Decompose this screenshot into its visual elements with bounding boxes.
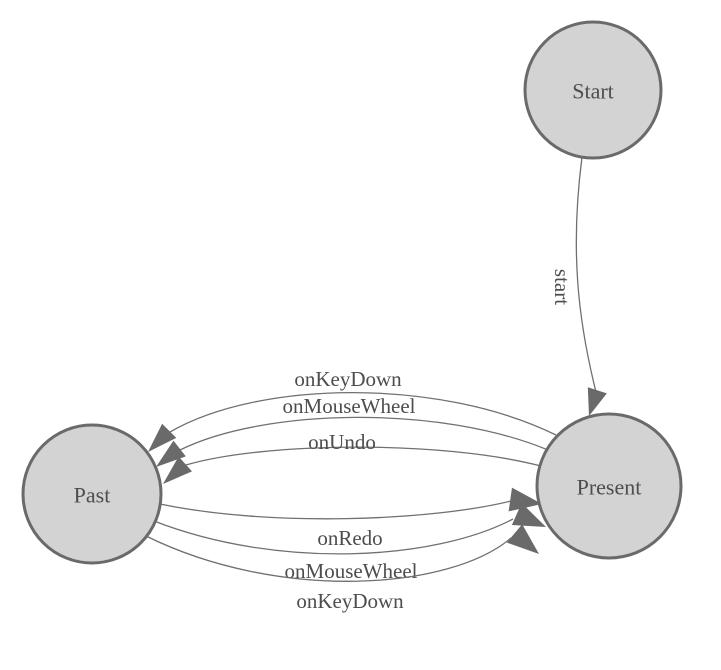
state-node-past[interactable]: Past: [21, 423, 163, 565]
edge-onmousewheel-to-past: onMouseWheel: [156, 394, 549, 467]
edge-onmousewheel-to-past-arrowhead-icon: [156, 440, 186, 467]
edge-onundo-to-past: onUndo: [163, 430, 542, 484]
edge-onundo-to-past-label: onUndo: [308, 430, 376, 454]
edge-onundo-to-past-line[interactable]: [185, 446, 542, 467]
state-node-start-label: Start: [572, 79, 614, 104]
state-node-present-label: Present: [577, 475, 642, 500]
state-node-start[interactable]: Start: [523, 20, 663, 160]
edge-start-transition: start: [550, 156, 607, 416]
edge-onredo-to-present-label: onRedo: [317, 526, 382, 550]
edge-onmousewheel-to-past-label: onMouseWheel: [283, 394, 416, 418]
edge-onredo-to-present-line[interactable]: [159, 500, 512, 520]
state-node-past-circle[interactable]: [21, 423, 163, 565]
state-node-present[interactable]: Present: [535, 412, 683, 560]
state-node-start-circle[interactable]: [523, 20, 663, 160]
edge-start-transition-label: start: [550, 269, 574, 305]
edge-onkeydown-to-present-line[interactable]: [145, 535, 512, 582]
edge-start-transition-line[interactable]: [575, 156, 597, 393]
edge-onkeydown-to-present: onKeyDown: [145, 524, 539, 613]
edge-onmousewheel-to-present-line[interactable]: [153, 518, 514, 555]
edge-onundo-to-past-arrowhead-icon: [163, 456, 192, 484]
edge-onkeydown-to-present-label: onKeyDown: [296, 589, 404, 613]
edge-onkeydown-to-past: onKeyDown: [148, 367, 557, 452]
state-node-present-circle[interactable]: [535, 412, 683, 560]
edge-onmousewheel-to-past-line[interactable]: [179, 416, 549, 451]
edge-onkeydown-to-past-arrowhead-icon: [148, 423, 177, 452]
edge-onkeydown-to-past-label: onKeyDown: [294, 367, 402, 391]
edge-onkeydown-to-present-arrowhead-icon: [506, 524, 539, 554]
state-node-past-label: Past: [74, 483, 111, 508]
edge-start-transition-arrowhead-icon: [587, 387, 607, 416]
edge-onmousewheel-to-present-arrowhead-icon: [511, 503, 546, 527]
edge-onredo-to-present-arrowhead-icon: [508, 487, 542, 512]
edge-onredo-to-present: onRedo: [159, 487, 542, 550]
edge-onkeydown-to-past-line[interactable]: [169, 392, 557, 436]
